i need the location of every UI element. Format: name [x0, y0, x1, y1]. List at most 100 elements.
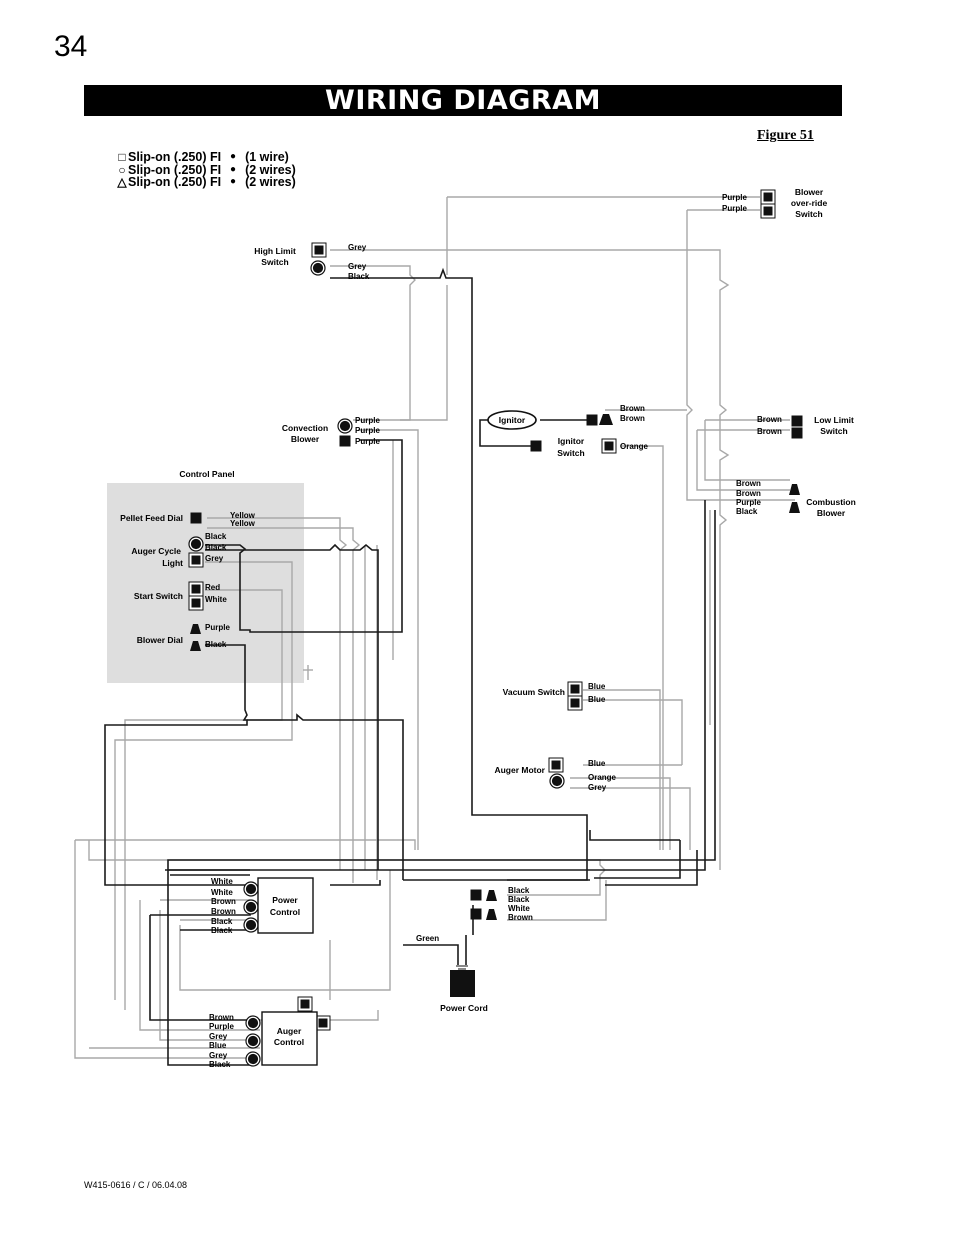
- wire-label: Black: [508, 895, 530, 904]
- legend-suffix: (2 wires): [245, 175, 296, 189]
- blower-override-label: over-ride: [791, 198, 828, 208]
- control-panel-label: Control Panel: [179, 469, 234, 479]
- single-terminal-icon: ●: [230, 151, 237, 162]
- wire-label: Blue: [209, 1041, 227, 1050]
- convection-blower-label: Convection: [282, 423, 328, 433]
- document-code: W415-0616 / C / 06.04.08: [84, 1180, 188, 1190]
- wire-label: Grey: [348, 262, 367, 271]
- convection-blower-label: Blower: [291, 434, 320, 444]
- legend-text: Slip-on (.250) FI: [128, 150, 222, 164]
- high-limit-label: Switch: [261, 257, 288, 267]
- combustion-blower-label: Combustion: [806, 497, 856, 507]
- power-control-label: Power: [272, 895, 298, 905]
- figure-label: Figure 51: [757, 128, 814, 143]
- page-number: 34: [54, 30, 88, 63]
- wire-label: Blue: [588, 695, 606, 704]
- wire-label: Brown: [757, 415, 782, 424]
- wire-label: Purple: [209, 1022, 234, 1031]
- ground-icon: [456, 965, 468, 970]
- wire-label: Purple: [722, 193, 747, 202]
- circle-connectors: [188, 260, 565, 1067]
- legend-row-circle: ○ Slip-on (.250) FI ● (2 wires): [116, 162, 296, 177]
- connector-legend: □ Slip-on (.250) FI ● (1 wire) ○ Slip-on…: [116, 151, 296, 189]
- page-title: WIRING DIAGRAM: [84, 85, 842, 116]
- wire-label: Black: [211, 917, 233, 926]
- wire-label: Grey: [205, 554, 224, 563]
- wire-label: Grey: [348, 243, 367, 252]
- legend-row-triangle: △ Slip-on (.250) FI ● (2 wires): [116, 175, 296, 189]
- wire-label: Black: [736, 507, 758, 516]
- wire-label: White: [211, 877, 233, 886]
- legend-row-square: □ Slip-on (.250) FI ● (1 wire): [116, 151, 296, 164]
- combustion-blower-label: Blower: [817, 508, 846, 518]
- auger-control-label: Control: [274, 1037, 304, 1047]
- pellet-feed-dial-label: Pellet Feed Dial: [120, 513, 183, 523]
- power-control-label: Control: [270, 907, 300, 917]
- legend-suffix: (2 wires): [245, 162, 296, 177]
- low-limit-label: Low Limit: [814, 415, 854, 425]
- wire-label: Grey: [209, 1051, 228, 1060]
- vacuum-switch-label: Vacuum Switch: [503, 687, 565, 697]
- power-cord-plug-icon: [450, 970, 475, 997]
- auger-cycle-light-label: Light: [162, 558, 183, 568]
- triangle-icon: △: [117, 175, 127, 189]
- auger-control-component: [261, 1011, 318, 1066]
- square-icon: □: [118, 150, 126, 164]
- wire-label: Black: [205, 532, 227, 541]
- double-terminal-icon: ●: [230, 163, 237, 175]
- wire-label: Yellow: [230, 519, 256, 528]
- wire-label: Black: [205, 543, 227, 552]
- blower-dial-label: Blower Dial: [137, 635, 183, 645]
- wire-label: Red: [205, 583, 220, 592]
- wire-label: Orange: [620, 442, 649, 451]
- wire-label: Black: [211, 926, 233, 935]
- wire-label: Brown: [620, 414, 645, 423]
- ignitor-switch-label: Ignitor: [558, 436, 585, 446]
- power-control-component: [257, 877, 314, 934]
- wire-label: Brown: [211, 907, 236, 916]
- wire-label: Brown: [736, 489, 761, 498]
- wire-label: Black: [348, 272, 370, 281]
- bell-connectors: [190, 414, 800, 920]
- ignitor-component: [487, 410, 537, 430]
- wire-label: Yellow: [230, 511, 256, 520]
- blower-override-label: Switch: [795, 209, 822, 219]
- wire-label: Black: [209, 1060, 231, 1069]
- wire-label: Purple: [355, 437, 380, 446]
- wire-label: Purple: [355, 416, 380, 425]
- wire-label: White: [508, 904, 530, 913]
- wire-label: Brown: [736, 479, 761, 488]
- wire-label: Orange: [588, 773, 617, 782]
- wire-labels: Grey Grey Black Purple Purple Purple Pur…: [205, 193, 782, 1069]
- power-cord-label: Power Cord: [440, 1003, 488, 1013]
- wire-label: Brown: [620, 404, 645, 413]
- legend-text: Slip-on (.250) FI: [128, 162, 222, 177]
- auger-control-label: Auger: [277, 1026, 302, 1036]
- low-limit-label: Switch: [820, 426, 847, 436]
- wire-label: White: [205, 595, 227, 604]
- wire-label: White: [211, 888, 233, 897]
- wire-label: Grey: [209, 1032, 228, 1041]
- wire-label: Blue: [588, 759, 606, 768]
- legend-suffix: (1 wire): [245, 150, 289, 164]
- blower-override-label: Blower: [795, 187, 824, 197]
- auger-cycle-light-label: Auger Cycle: [131, 546, 181, 556]
- wire-label: Grey: [588, 783, 607, 792]
- high-limit-label: High Limit: [254, 246, 296, 256]
- start-switch-label: Start Switch: [134, 591, 183, 601]
- wire-label: Purple: [205, 623, 230, 632]
- auger-motor-label: Auger Motor: [494, 765, 545, 775]
- wire-label: Blue: [588, 682, 606, 691]
- wire-label: Purple: [722, 204, 747, 213]
- circle-icon: ○: [118, 162, 126, 177]
- wire-label: Purple: [736, 498, 761, 507]
- legend-text: Slip-on (.250) FI: [128, 175, 222, 189]
- wire-label: Black: [508, 886, 530, 895]
- control-panel-area: [107, 483, 304, 683]
- wire-label: Purple: [355, 426, 380, 435]
- ignitor-switch-label: Switch: [557, 448, 584, 458]
- wire-label: Brown: [209, 1013, 234, 1022]
- component-labels: High Limit Switch Blower over-ride Switc…: [120, 187, 856, 1047]
- ignitor-label: Ignitor: [499, 415, 526, 425]
